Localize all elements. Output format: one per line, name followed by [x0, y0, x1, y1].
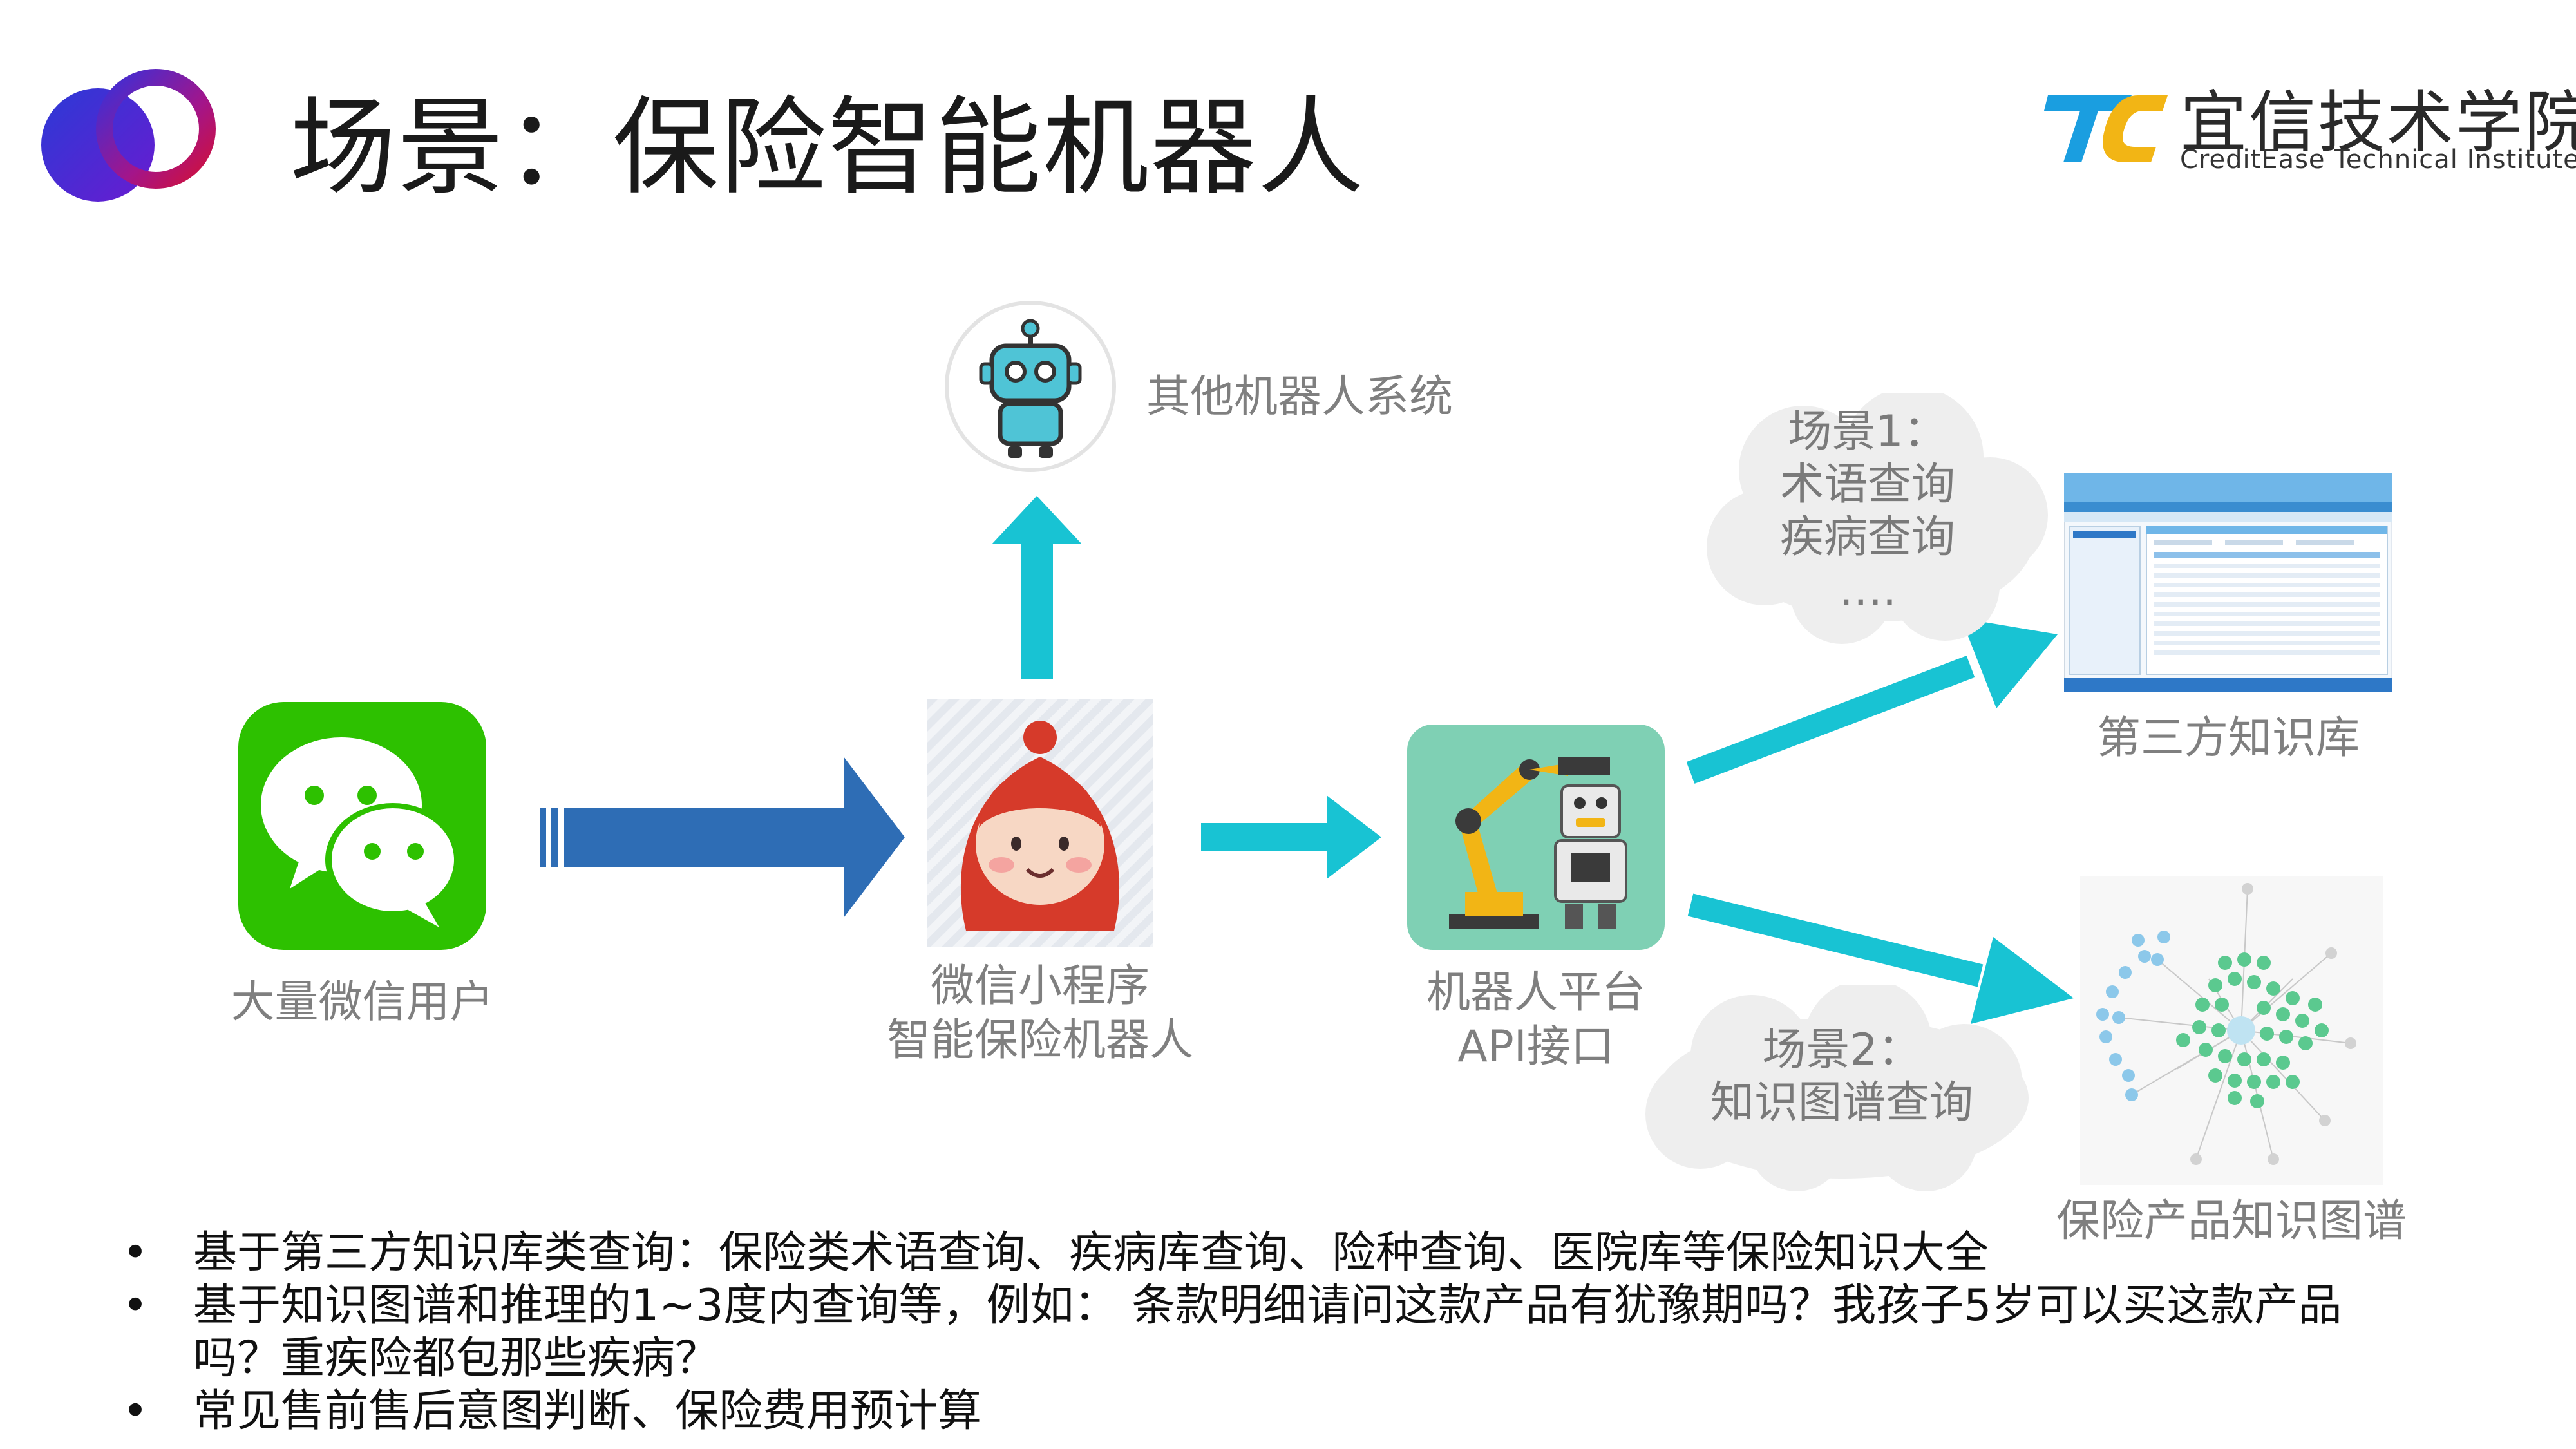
- node-robot-platform-line1: 机器人平台: [1426, 967, 1645, 1018]
- node-knowledge-graph-label: 保险产品知识图谱: [2056, 1196, 2407, 1247]
- bullet-marker: •: [122, 1280, 149, 1331]
- cloud-scene1-line: ….: [1839, 565, 1897, 616]
- bullet-marker: •: [122, 1386, 149, 1437]
- bullet-text: 基于第三方知识库类查询：保险类术语查询、疾病库查询、险种查询、医院库等保险知识大…: [193, 1227, 1989, 1278]
- arrow-platform-to-kb: [1686, 618, 2058, 784]
- node-robot-platform-label: 机器人平台 API接口: [1365, 966, 1707, 1074]
- arrow-miniprogram-to-other-robots: [992, 496, 1082, 679]
- robot-icon: [945, 301, 1116, 472]
- slide-title: 场景：保险智能机器人: [290, 86, 1365, 209]
- node-mini-program-line1: 微信小程序: [930, 961, 1150, 1012]
- mascot-icon: [927, 699, 1153, 947]
- arrow-miniprogram-to-platform: [1201, 795, 1381, 879]
- node-robot-platform-line2: API接口: [1457, 1021, 1615, 1072]
- bullet-item: • 常见售前售后意图判断、保险费用预计算: [116, 1385, 2402, 1438]
- cloud-scene2-line: 知识图谱查询: [1710, 1077, 1973, 1128]
- tc-logo-icon: [2044, 95, 2168, 162]
- ring-logo-icon: [41, 69, 216, 202]
- bullet-text: 常见售前售后意图判断、保险费用预计算: [193, 1386, 982, 1437]
- cloud-scene2-text: 场景2： 知识图谱查询: [1636, 1024, 2048, 1130]
- cloud-scene1-line: 疾病查询: [1779, 512, 1955, 563]
- wechat-icon: [238, 702, 486, 950]
- cloud-scene1-line: 场景1：: [1788, 406, 1947, 457]
- node-other-robots-label: 其他机器人系统: [1146, 372, 1454, 422]
- bullet-item: • 基于知识图谱和推理的1~3度内查询等，例如： 条款明细请问这款产品有犹豫期吗…: [116, 1280, 2389, 1385]
- bullet-text: 基于知识图谱和推理的1~3度内查询等，例如： 条款明细请问这款产品有犹豫期吗？我…: [193, 1280, 2342, 1384]
- node-mini-program-line2: 智能保险机器人: [886, 1015, 1193, 1066]
- brand-name: 宜信技术学院: [2180, 83, 2576, 162]
- node-mini-program-label: 微信小程序 智能保险机器人: [860, 960, 1220, 1068]
- arrow-platform-to-graph: [1687, 893, 2074, 1024]
- bullet-list: • 基于第三方知识库类查询：保险类术语查询、疾病库查询、险种查询、医院库等保险知…: [116, 1227, 2402, 1438]
- bullet-marker: •: [122, 1227, 149, 1278]
- knowledge-graph-icon: [2080, 876, 2383, 1185]
- cloud-scene2: [1645, 985, 2029, 1191]
- node-wechat-users-label: 大量微信用户: [231, 977, 494, 1028]
- brand-subtitle: CreditEase Technical Institute: [2180, 145, 2576, 175]
- node-kb-label: 第三方知识库: [2096, 713, 2360, 764]
- bullet-item: • 基于第三方知识库类查询：保险类术语查询、疾病库查询、险种查询、医院库等保险知…: [116, 1227, 2402, 1280]
- cloud-scene1: [1707, 393, 2048, 644]
- cloud-scene2-line: 场景2：: [1762, 1025, 1922, 1075]
- industrial-robot-icon: [1407, 724, 1665, 950]
- kb-screenshot: [2064, 473, 2392, 692]
- arrow-users-to-miniprogram: [540, 757, 905, 918]
- cloud-scene1-text: 场景1： 术语查询 疾病查询 ….: [1687, 406, 2048, 617]
- cloud-scene1-line: 术语查询: [1779, 459, 1955, 510]
